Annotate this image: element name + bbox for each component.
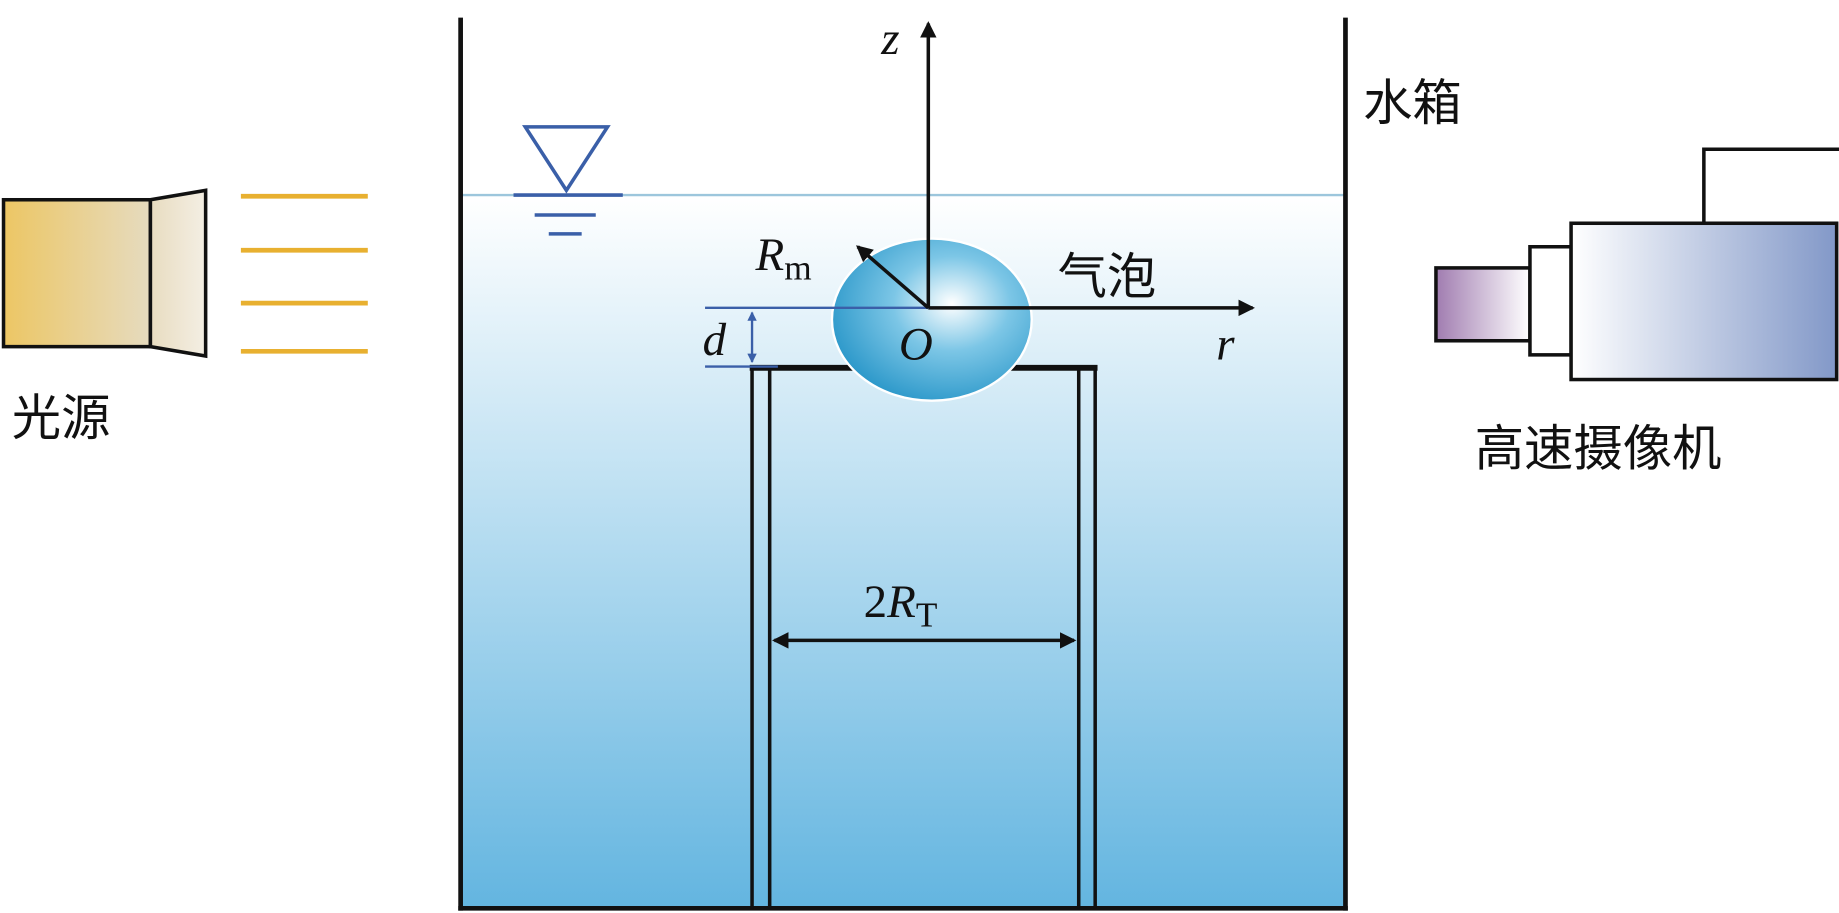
light-beams <box>240 193 368 354</box>
distance-label: d <box>703 314 727 366</box>
z-axis-label: z <box>880 13 899 65</box>
water-tank <box>458 17 1348 911</box>
tube-diameter-prefix: 2 <box>864 576 888 628</box>
bubble <box>830 237 1033 402</box>
tube-diameter-subscript: T <box>916 595 938 634</box>
radius-label: Rm <box>755 229 812 287</box>
origin-label: O <box>899 319 933 371</box>
water-tank-label: 水箱 <box>1363 74 1462 132</box>
tube-diameter-symbol: R <box>886 576 916 628</box>
radius-subscript: m <box>784 249 811 288</box>
light-source-label: 光源 <box>12 389 111 447</box>
tube-diameter-label: 2RT <box>864 576 938 634</box>
radius-symbol: R <box>755 229 785 281</box>
light-source <box>1 188 208 359</box>
high-speed-camera <box>1434 147 1839 382</box>
bubble-label: 气泡 <box>1058 248 1157 306</box>
water-level-icon <box>513 125 623 236</box>
radius-arrow <box>856 245 930 310</box>
camera-label: 高速摄像机 <box>1475 419 1722 477</box>
r-axis-label: r <box>1216 319 1235 371</box>
distance-dimension <box>705 306 929 368</box>
